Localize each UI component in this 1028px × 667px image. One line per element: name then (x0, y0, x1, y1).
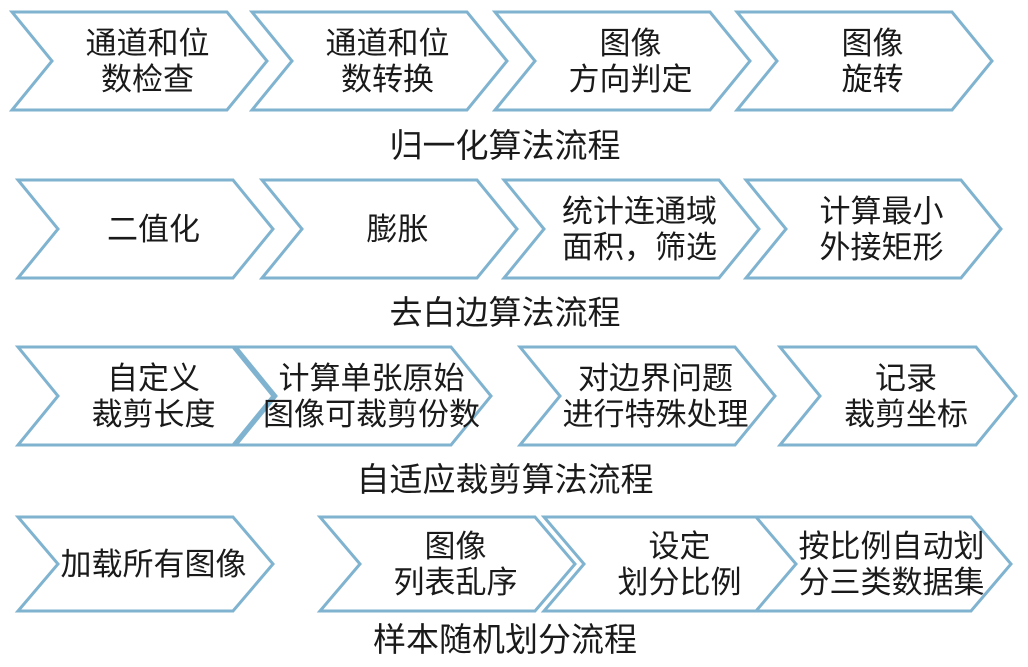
step-label: 计算单张原始 (279, 361, 465, 397)
step-label: 按比例自动划 (799, 529, 985, 565)
flow-caption: 样本随机划分流程 (373, 620, 637, 659)
step-label: 数转换 (341, 62, 434, 98)
step-label: 进行特殊处理 (563, 397, 749, 433)
flow-row: 自定义裁剪长度计算单张原始图像可裁剪份数对边界问题进行特殊处理记录裁剪坐标自适应… (14, 345, 1018, 499)
chevron-shape (776, 345, 1018, 447)
step-label: 外接矩形 (820, 230, 944, 266)
chevron-shape (733, 10, 994, 112)
flow-row: 加载所有图像图像列表乱序设定划分比例按比例自动划分三类数据集样本随机划分流程 (14, 515, 1013, 659)
step-label: 列表乱序 (394, 565, 518, 601)
step-label: 图像 (425, 529, 487, 565)
step-label: 面积，筛选 (562, 230, 717, 266)
chevron-shape (752, 515, 1013, 613)
step-label: 计算最小 (820, 194, 944, 230)
flow-step: 加载所有图像 (14, 515, 275, 613)
flow-row: 二值化膨胀统计连通域面积，筛选计算最小外接矩形去白边算法流程 (14, 178, 1003, 332)
flow-caption: 去白边算法流程 (390, 293, 621, 332)
chevron-shape (14, 345, 275, 447)
step-label: 对边界问题 (578, 361, 733, 397)
flow-step: 膨胀 (258, 178, 519, 280)
step-label: 通道和位 (86, 26, 210, 62)
chevron-shape (8, 10, 269, 112)
step-label: 裁剪坐标 (844, 397, 968, 433)
step-label: 设定 (649, 529, 711, 565)
step-label: 方向判定 (569, 62, 693, 98)
step-label: 图像 (842, 26, 904, 62)
step-label: 划分比例 (618, 565, 742, 601)
step-label: 分三类数据集 (799, 565, 985, 601)
step-label: 膨胀 (367, 212, 429, 248)
flow-caption: 自适应裁剪算法流程 (357, 460, 654, 499)
flow-caption: 归一化算法流程 (390, 126, 621, 165)
step-label: 记录 (875, 361, 937, 397)
step-label: 加载所有图像 (61, 547, 247, 583)
chevron-shape (248, 10, 509, 112)
step-label: 旋转 (842, 62, 904, 98)
chevron-shape (742, 178, 1003, 280)
chevron-shape (14, 515, 275, 613)
chevron-shape (232, 345, 493, 447)
step-label: 图像 (600, 26, 662, 62)
chevron-shape (14, 178, 275, 280)
step-label: 自定义 (107, 361, 200, 397)
step-label: 通道和位 (326, 26, 450, 62)
chevron-shape (316, 515, 577, 613)
flow-step: 二值化 (14, 178, 275, 280)
chevron-shape (516, 345, 777, 447)
step-label: 统计连通域 (562, 194, 717, 230)
step-label: 二值化 (107, 212, 200, 248)
step-label: 裁剪长度 (92, 397, 216, 433)
step-label: 图像可裁剪份数 (263, 397, 480, 433)
chevron-shape (258, 178, 519, 280)
step-label: 数检查 (101, 62, 194, 98)
chevron-shape (491, 10, 752, 112)
chevron-shape (500, 178, 761, 280)
